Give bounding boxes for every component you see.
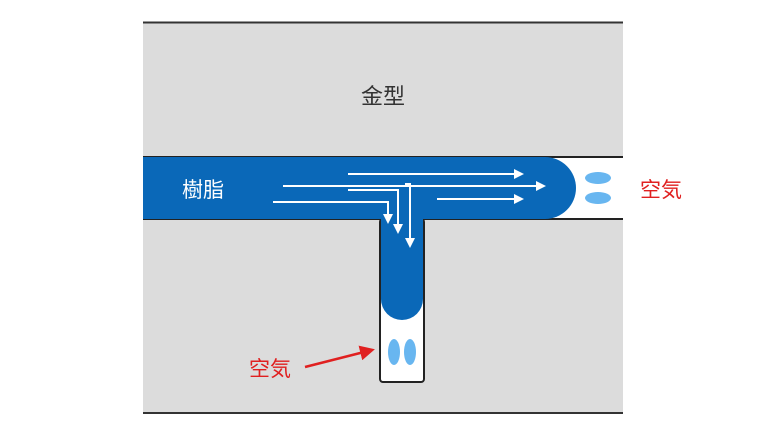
pointer-arrow-icon <box>304 345 375 369</box>
resin-vertical <box>381 210 423 320</box>
mold-label: 金型 <box>361 85 405 110</box>
air-bubble-icon <box>585 172 611 184</box>
resin-label: 樹脂 <box>182 178 224 202</box>
resin-horizontal <box>143 157 576 219</box>
flow-arrows <box>273 169 546 248</box>
air-bubble-bottom <box>388 339 416 365</box>
air-label-bottom: 空気 <box>249 357 291 381</box>
flow-arrow-icon <box>273 201 393 224</box>
flow-arrow-icon <box>348 189 403 234</box>
air-label-right: 空気 <box>640 178 682 202</box>
flow-arrow-icon <box>405 183 415 248</box>
air-bubble-icon <box>585 192 611 204</box>
air-bubble-right <box>585 172 611 204</box>
air-bubble-icon <box>388 339 400 365</box>
air-bubble-icon <box>404 339 416 365</box>
